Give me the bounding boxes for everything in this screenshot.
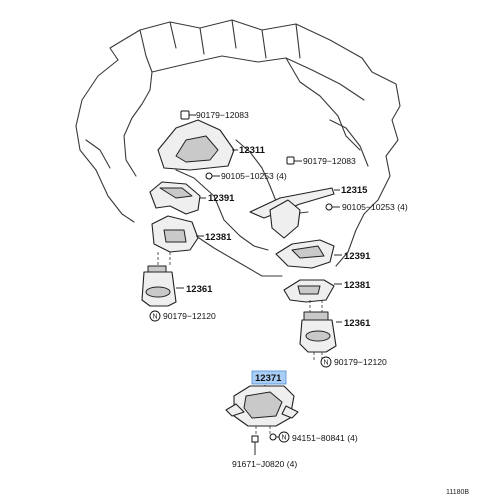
- callout-n-left-circle: [149, 310, 161, 322]
- label-90179-12120-right: 90179−12120: [334, 357, 387, 367]
- label-12361-right: 12361: [344, 318, 371, 329]
- part-12361-right: [299, 300, 342, 362]
- part-12315: [249, 187, 340, 239]
- callout-n-left: N: [153, 314, 158, 321]
- part-12361-left: [141, 252, 184, 307]
- engine-outline: [75, 19, 401, 277]
- highlight-12371: [251, 370, 287, 385]
- label-12381-left: 12381: [205, 232, 232, 243]
- bolt-91671-j0820: [251, 435, 259, 455]
- label-91671-j0820: 91671−J0820 (4): [232, 459, 297, 469]
- label-12381-right: 12381: [344, 280, 371, 291]
- label-90179-12120-left: 90179−12120: [163, 311, 216, 321]
- bolt-90105-10253-left: [205, 172, 220, 180]
- reference-code: 11180B: [446, 489, 469, 496]
- label-12311: 12311: [239, 145, 266, 156]
- label-12371: 12371: [255, 373, 282, 384]
- label-90105-10253-left: 90105−10253 (4): [221, 171, 287, 181]
- bolt-90179-12083-right: [286, 156, 302, 165]
- label-12391-right: 12391: [344, 251, 371, 262]
- label-90179-12083-top: 90179−12083: [196, 110, 249, 120]
- label-12391-upper: 12391: [208, 193, 235, 204]
- bolt-94151-80841: [269, 433, 277, 441]
- label-90105-10253-right: 90105−10253 (4): [342, 202, 408, 212]
- part-12381-right: [283, 279, 342, 303]
- part-12311: [157, 119, 238, 171]
- part-12371: [225, 385, 299, 438]
- label-94151-80841: 94151−80841 (4): [292, 433, 358, 443]
- label-12315: 12315: [341, 185, 368, 196]
- bolt-90179-12083-top: [180, 110, 196, 120]
- callout-n-right: N: [324, 360, 329, 367]
- label-90179-12083-right: 90179−12083: [303, 156, 356, 166]
- callout-n-lower: N: [282, 435, 287, 442]
- part-12391-upper: [149, 181, 206, 215]
- callout-n-right-circle: [320, 356, 332, 368]
- label-12361-left: 12361: [186, 284, 213, 295]
- part-12391-right: [275, 239, 342, 269]
- part-12381-left: [151, 215, 204, 253]
- bolt-90105-10253-right: [325, 203, 340, 211]
